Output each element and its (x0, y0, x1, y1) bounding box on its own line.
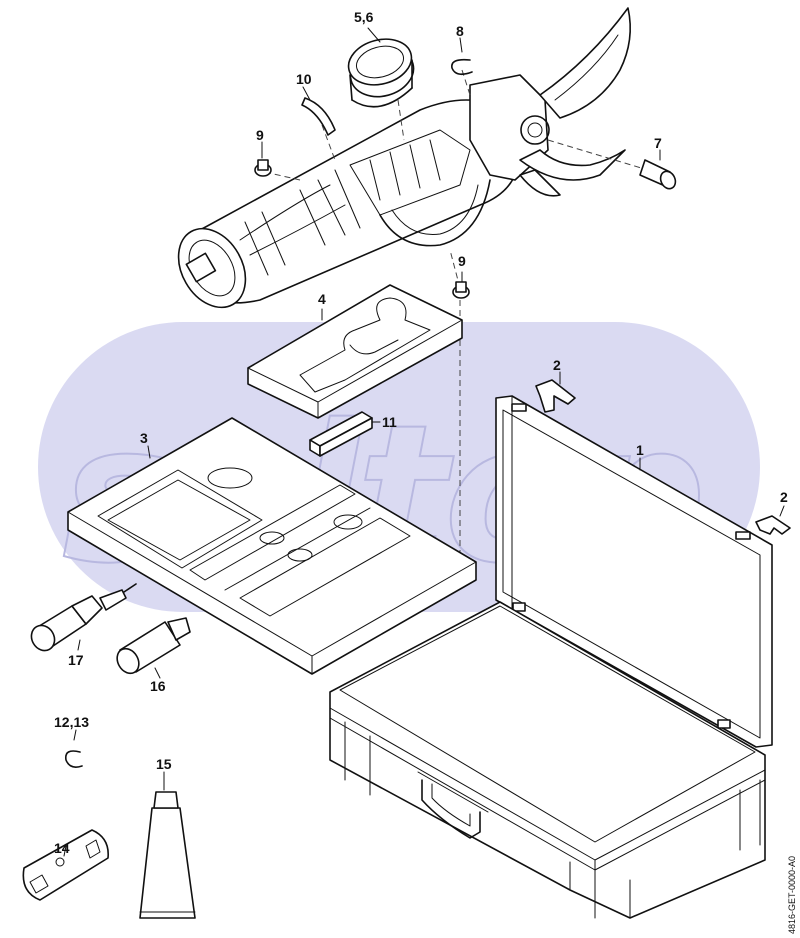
part-ring (347, 38, 415, 108)
part-sleeve-16 (116, 617, 191, 675)
callout-16: 16 (150, 678, 166, 694)
callout-9-left: 9 (256, 127, 264, 143)
callout-2-top: 2 (553, 357, 561, 373)
callout-5-6: 5,6 (354, 9, 374, 25)
drawing-code: 4816-GET-0000-A0 (787, 856, 797, 934)
part-tray-3 (67, 417, 477, 675)
leader-lines (63, 27, 785, 857)
part-clip-12-13 (64, 750, 83, 768)
callout-2-right: 2 (780, 489, 788, 505)
callout-15: 15 (156, 756, 172, 772)
callout-4: 4 (318, 291, 326, 307)
callout-10: 10 (296, 71, 312, 87)
part-insert-4 (247, 284, 463, 419)
leader-dash-9a (264, 171, 301, 181)
leader-dash-7 (547, 139, 649, 171)
part-latch-2-top (535, 379, 576, 413)
leader-dash-10 (321, 124, 336, 161)
part-screw-9-left (254, 159, 272, 177)
part-case-1 (329, 395, 773, 919)
part-pin-7 (639, 159, 677, 190)
part-latch-2-right (755, 515, 791, 535)
leader-dash-9b (449, 249, 461, 289)
callout-8: 8 (456, 23, 464, 39)
part-strip-10 (301, 97, 336, 136)
callout-3: 3 (140, 430, 148, 446)
callout-1: 1 (636, 442, 644, 458)
leader-dash-56 (397, 99, 405, 141)
part-tube-15 (139, 791, 196, 919)
callout-14: 14 (54, 840, 70, 856)
part-11 (309, 411, 373, 457)
part-wrench-14 (22, 829, 109, 901)
callout-11: 11 (382, 414, 397, 430)
pruner-body (177, 7, 632, 309)
callout-12-13: 12,13 (54, 714, 89, 730)
part-clip-8 (451, 58, 473, 76)
part-screw-9-right (452, 281, 470, 299)
part-screwdriver-17 (30, 583, 137, 652)
callout-9-right: 9 (458, 253, 466, 269)
callout-7: 7 (654, 135, 662, 151)
callout-17: 17 (68, 652, 84, 668)
